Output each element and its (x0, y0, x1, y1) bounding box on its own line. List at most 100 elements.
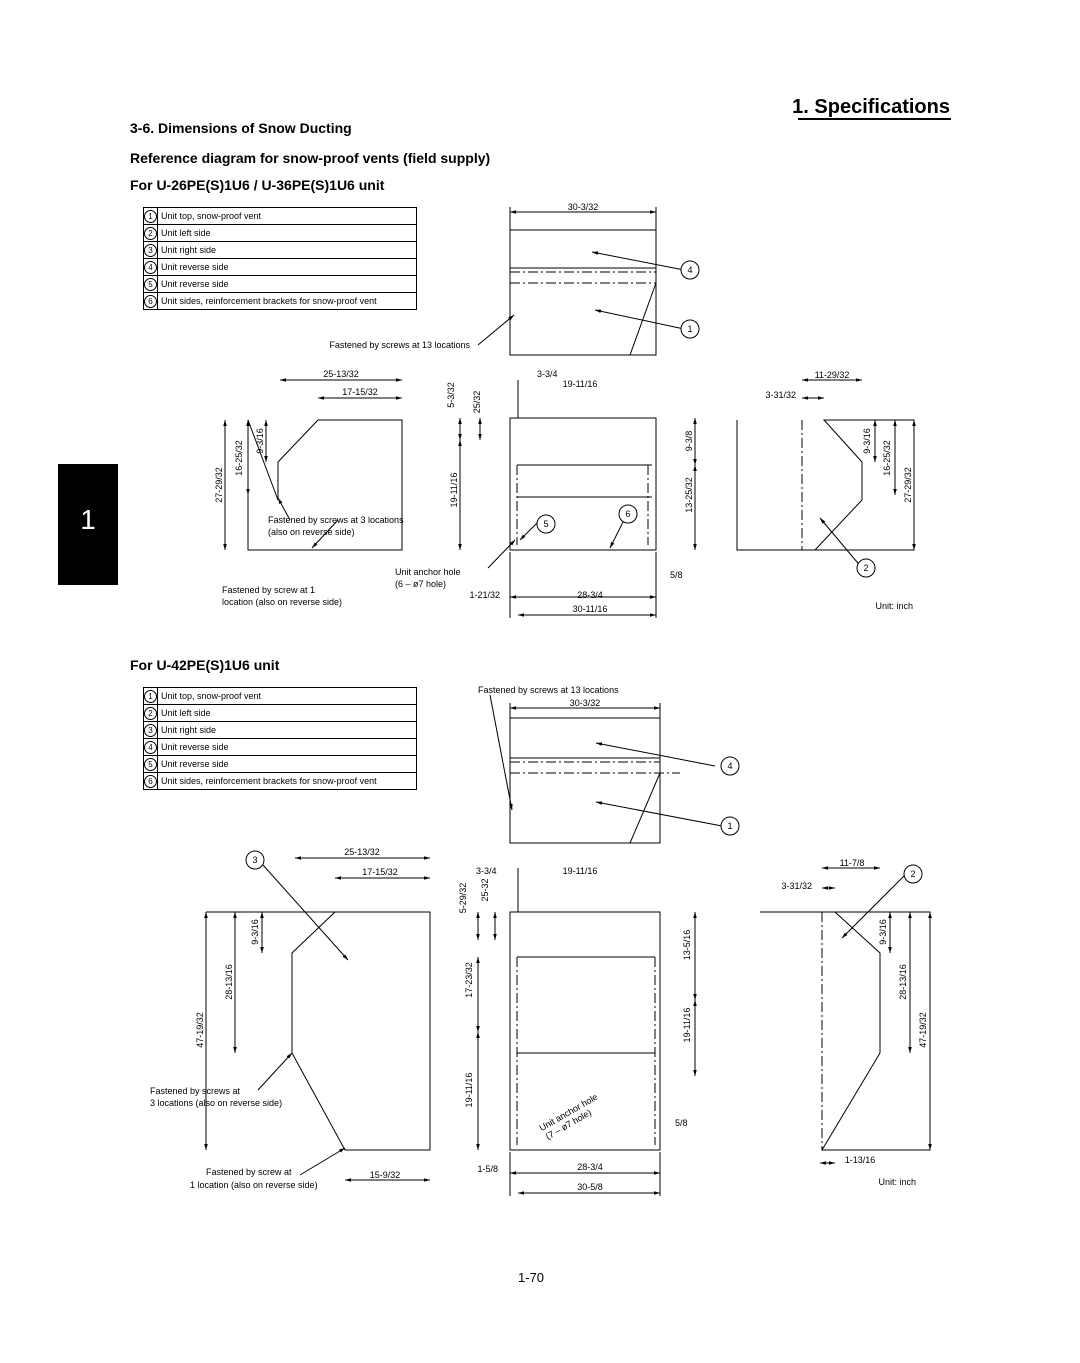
dim-label: 19-11/16 (449, 473, 459, 508)
top-view-outline (509, 229, 657, 356)
dim-label: 19-11/16 (682, 1008, 692, 1043)
dim-label: 25/32 (472, 391, 482, 414)
note-label: Fastened by screws at 3 locations (268, 515, 404, 525)
callout-circle (720, 816, 740, 836)
note-label: Fastened by screws at 13 locations (329, 340, 470, 350)
top-view-slope (629, 282, 657, 356)
note-label: 1 location (also on reverse side) (190, 1180, 318, 1190)
callout-label: 3 (252, 855, 257, 865)
legend-number: 6 (144, 294, 157, 308)
dim-label: 28-13/16 (898, 964, 908, 1000)
chapter-tab-label: 1 (80, 504, 96, 535)
callout-circle (720, 756, 740, 776)
dim-label: 19-11/16 (464, 1073, 474, 1108)
callout-circle (856, 558, 876, 578)
dim-label: 17-15/32 (342, 387, 378, 397)
dim-label: 16-25/32 (882, 440, 892, 476)
diagram-a: 30-3/32 4 1 Fastened by screws at 13 loc… (214, 202, 916, 618)
dim-label: 11-7/8 (840, 858, 865, 868)
legend-text: Unit sides, reinforcement brackets for s… (157, 772, 417, 790)
dim-label: 16-25/32 (234, 440, 244, 476)
callout-circle (680, 260, 700, 280)
dim-label: 28-3/4 (577, 590, 603, 600)
section-heading: 3-6. Dimensions of Snow Ducting (130, 120, 352, 136)
dim-label: 3-3/4 (537, 369, 558, 379)
dim-label: 3-31/32 (781, 881, 812, 891)
dim-label: 47-19/32 (195, 1012, 205, 1048)
callout-label: 1 (727, 821, 732, 831)
callout-label: 6 (625, 509, 630, 519)
diagram-b: Fastened by screws at 13 locations 30-3/… (150, 685, 932, 1196)
note-label: Fastened by screw at 1 (222, 585, 315, 595)
front-view-outline (509, 911, 661, 1151)
left-view-outline (247, 419, 403, 551)
note-label: Fastened by screws at 13 locations (478, 685, 619, 695)
chapter-tab: 1 (58, 464, 118, 585)
note-label: (6 – ø7 hole) (395, 579, 446, 589)
section-subheading: Reference diagram for snow-proof vents (… (130, 150, 491, 166)
unit-b-heading: For U-42PE(S)1U6 unit (130, 657, 280, 673)
legend-text: Unit sides, reinforcement brackets for s… (157, 292, 417, 310)
unit-label: Unit: inch (875, 601, 913, 611)
callout-label: 2 (910, 869, 915, 879)
legend-number: 2 (144, 706, 157, 720)
legend-number: 5 (144, 757, 157, 771)
dim-label: 1-13/16 (845, 1155, 876, 1165)
callout-label: 4 (727, 761, 732, 771)
legend-number: 5 (144, 277, 157, 291)
dim-label: 9-3/16 (862, 428, 872, 454)
dim-label: 25-13/32 (344, 847, 380, 857)
dim-label: 9-3/16 (878, 919, 888, 945)
note-label: location (also on reverse side) (222, 597, 342, 607)
dim-label: 25-13/32 (323, 369, 359, 379)
dim-label: 13-25/32 (684, 477, 694, 513)
note-label: Unit anchor hole (395, 567, 461, 577)
callout-circle (536, 514, 556, 534)
dim-label: 9-3/16 (250, 919, 260, 945)
dim-label: 5-29/32 (458, 883, 468, 914)
callout-label: 1 (687, 324, 692, 334)
legend-number: 1 (144, 209, 157, 223)
dim-label: 30-5/8 (577, 1182, 603, 1192)
dim-label: 47-19/32 (918, 1012, 928, 1048)
dim-label: 30-3/32 (570, 698, 601, 708)
dim-label: 28-13/16 (224, 964, 234, 1000)
legend-number: 4 (144, 260, 157, 274)
callout-circle (245, 850, 265, 870)
dim-label: 19-11/16 (563, 379, 598, 389)
dim-label: 3-3/4 (476, 866, 497, 876)
dim-label: 13-5/16 (682, 930, 692, 961)
dim-label: 27-29/32 (903, 467, 913, 503)
callout-label: 2 (863, 563, 868, 573)
callout-label: 5 (543, 519, 548, 529)
callout-circle (903, 864, 923, 884)
dim-label: 1-5/8 (477, 1164, 498, 1174)
dim-label: 17-23/32 (464, 962, 474, 998)
legend-number: 3 (144, 723, 157, 737)
page-header-title: 1. Specifications (792, 96, 950, 118)
page-number: 1-70 (518, 1270, 545, 1285)
note-label: (also on reverse side) (268, 527, 355, 537)
dim-label: 27-29/32 (214, 467, 224, 503)
dim-label: 25-32 (480, 878, 490, 901)
dim-label: 30-11/16 (573, 604, 608, 614)
dim-label: 28-3/4 (577, 1162, 603, 1172)
legend-number: 1 (144, 689, 157, 703)
top-view-outline (509, 717, 661, 844)
dim-label: 15-9/32 (370, 1170, 401, 1180)
callout-circle (618, 504, 638, 524)
dim-label: 5/8 (670, 570, 683, 580)
note-label: 3 locations (also on reverse side) (150, 1098, 282, 1108)
header-underline (798, 118, 951, 120)
dim-label: 19-11/16 (563, 866, 598, 876)
right-view-outline (736, 419, 915, 551)
callout-label: 4 (687, 265, 692, 275)
front-view-outline (509, 417, 657, 551)
dim-label: 9-3/8 (684, 431, 694, 452)
